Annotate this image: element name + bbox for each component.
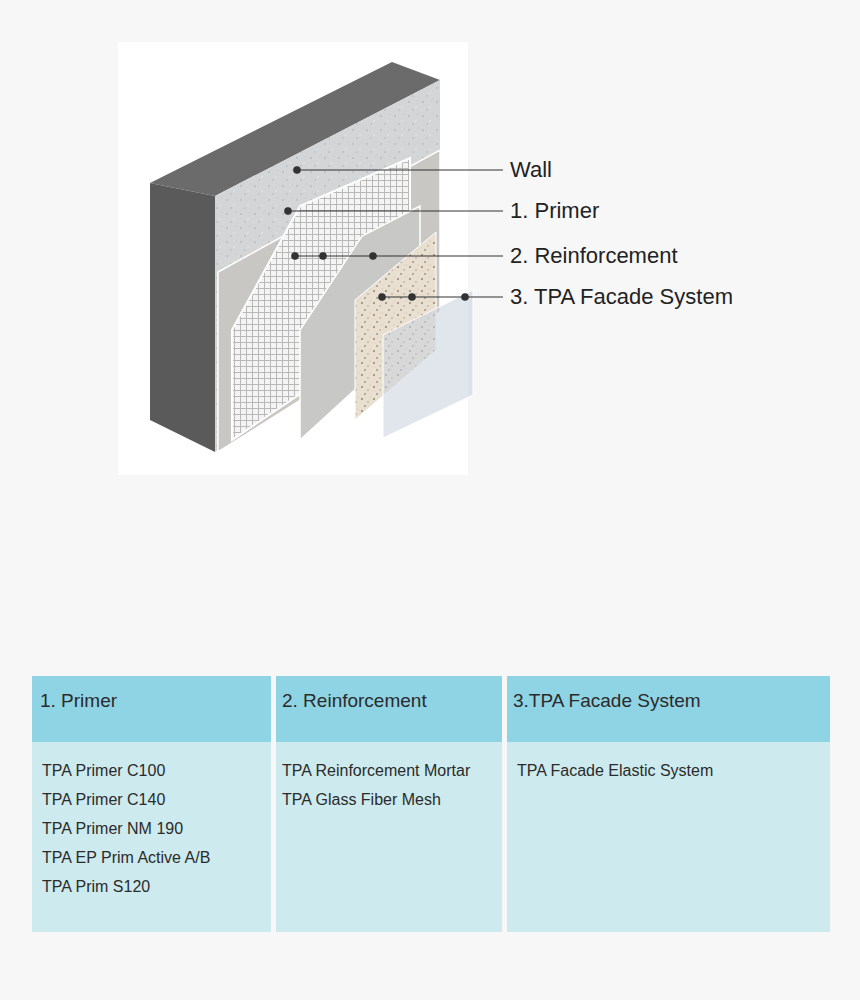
wall-side bbox=[150, 183, 215, 452]
product-name: TPA Primer C140 bbox=[42, 785, 261, 814]
layer-label: Wall bbox=[510, 157, 552, 183]
product-name: TPA Primer C100 bbox=[42, 756, 261, 785]
product-name: TPA EP Prim Active A/B bbox=[42, 843, 261, 872]
column-heading: 2. Reinforcement bbox=[282, 688, 496, 714]
leader-lines bbox=[285, 167, 503, 300]
table-header: 1. Primer bbox=[32, 676, 271, 742]
layer-label: 3. TPA Facade System bbox=[510, 284, 733, 310]
product-name: TPA Prim S120 bbox=[42, 872, 261, 901]
product-name: TPA Reinforcement Mortar bbox=[282, 756, 496, 785]
product-name: TPA Facade Elastic System bbox=[517, 756, 820, 785]
table-header: 2. Reinforcement bbox=[276, 676, 502, 742]
column-heading: 3.TPA Facade System bbox=[513, 688, 824, 714]
table-cell: TPA Primer C100TPA Primer C140TPA Primer… bbox=[32, 742, 271, 932]
product-name: TPA Glass Fiber Mesh bbox=[282, 785, 496, 814]
clear-coat-layer bbox=[383, 290, 473, 438]
table-cell: TPA Facade Elastic System bbox=[507, 742, 830, 932]
product-name: TPA Primer NM 190 bbox=[42, 814, 261, 843]
column-heading: 1. Primer bbox=[40, 688, 263, 714]
table-cell: TPA Reinforcement MortarTPA Glass Fiber … bbox=[276, 742, 502, 932]
table-header: 3.TPA Facade System bbox=[507, 676, 830, 742]
layer-label: 1. Primer bbox=[510, 198, 599, 224]
layer-label: 2. Reinforcement bbox=[510, 243, 678, 269]
